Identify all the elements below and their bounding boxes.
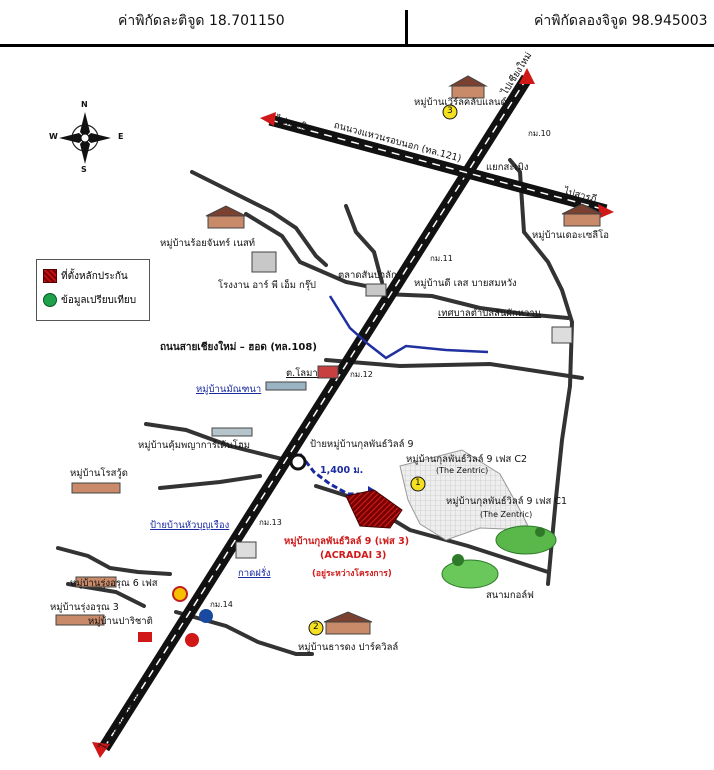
fuel-station-icons (138, 586, 213, 647)
place-mantana: หมู่บ้านมัณฑนา (196, 384, 262, 395)
comparable-swatch (43, 293, 57, 307)
place-kumphaya: หมู่บ้านคุ้มพญาการ์เด้นโฮม (138, 440, 250, 451)
village-icons (55, 75, 603, 635)
place-golf-course: สนามกอล์ฟ (486, 590, 534, 601)
place-sanpa-market: ตลาดสันป่าลัก (338, 270, 397, 281)
km-13: กม.13 (259, 518, 282, 527)
km-10: กม.10 (528, 129, 551, 138)
place-parichat: หมู่บ้านปาริชาติ (88, 616, 153, 627)
legend-comparable: ข้อมูลเปรียบเทียบ (43, 292, 136, 308)
km-14: กม.14 (210, 600, 233, 609)
legend-collateral: ที่ตั้งหลักประกัน (43, 268, 128, 284)
place-acradai: (ACRADAI 3) (320, 550, 387, 561)
label-highway-108: ถนนสายเชียงใหม่ – ฮอด (ทล.108) (160, 342, 317, 353)
marker-3: 3 (447, 106, 453, 116)
latitude-label: ค่าพิกัดละติจูด 18.701150 (118, 13, 285, 29)
place-tarathong: หมู่บ้านธารดง ปาร์ควิลล์ (298, 642, 399, 653)
place-kulphan-c2: หมู่บ้านกุลพันธ์วิลล์ 9 เฟส C2 (406, 454, 528, 465)
place-rungarun-6: หมู่บ้านรุ่งอรุณ 6 เฟส (70, 578, 158, 589)
place-royal-chan: หมู่บ้านร้อยจันทร์ เนสท์ (160, 238, 256, 249)
place-acradai-note: (อยู่ระหว่างโครงการ) (312, 569, 392, 579)
legend-collateral-label: ที่ตั้งหลักประกัน (61, 270, 128, 282)
place-rpm-factory: โรงงาน อาร์ พี เอ็ม กรุ๊ป (218, 280, 316, 291)
canal (328, 295, 489, 360)
collateral-plot (345, 489, 403, 529)
coordinate-header: ค่าพิกัดละติจูด 18.701150 ค่าพิกัดลองจิจ… (0, 0, 714, 47)
legend: ที่ตั้งหลักประกัน ข้อมูลเปรียบเทียบ (36, 259, 150, 321)
comparable-markers (308, 104, 458, 636)
place-kad-farang: กาดฝรั่ง (238, 568, 271, 579)
place-collateral-kulphan-p3: หมู่บ้านกุลพันธ์วิลล์ 9 (เฟส 3) (284, 536, 410, 547)
km-11: กม.11 (430, 254, 453, 263)
marker-1: 1 (415, 478, 421, 488)
header-divider (405, 10, 408, 44)
label-distance: 1,400 ม. (320, 465, 364, 476)
place-rosewood: หมู่บ้านโรสวู้ด (70, 468, 128, 479)
marker-2: 2 (313, 622, 319, 632)
compass-icon (59, 112, 111, 164)
place-kulphan-c1: หมู่บ้านกุลพันธ์วิลล์ 9 เฟส C1 (446, 496, 568, 507)
place-rungarun-3: หมู่บ้านรุ่งอรุณ 3 (50, 602, 119, 613)
map-canvas (55, 68, 614, 758)
place-kulphan-sign: ป้ายหมู่บ้านกุลพันธ์วิลล์ 9 (310, 439, 414, 450)
compass-e: E (118, 132, 124, 141)
compass-s: S (81, 165, 87, 174)
place-t-lotus: ต.โลมา (286, 368, 318, 379)
km-12: กม.12 (350, 370, 373, 379)
roundabout (289, 453, 307, 471)
compass-w: W (49, 132, 58, 141)
label-samoeng-junction: แยกสะเมิง (486, 162, 529, 173)
place-tessaban: เทศบาลตำบลสันผักหวาน (438, 308, 542, 319)
legend-comparable-label: ข้อมูลเปรียบเทียบ (61, 294, 137, 306)
minor-roads (56, 158, 584, 656)
golf-course-icon (441, 525, 557, 589)
ring-road-121 (260, 112, 614, 218)
place-zentric-a: (The Zentric) (436, 466, 489, 475)
collateral-swatch (43, 269, 57, 283)
place-world-club: หมู่บ้านเวิร์ลคลับแลนด์ (414, 97, 507, 108)
place-the-last: หมู่บ้านดี เลส บายสมหวัง (414, 278, 517, 289)
place-the-zen: หมู่บ้านเดอะเซลีโอ (532, 230, 609, 241)
compass-n: N (81, 100, 88, 109)
longitude-label: ค่าพิกัดลองจิจูด 98.945003 (534, 13, 708, 29)
place-zentric-b: (The Zentric) (480, 510, 533, 519)
place-hua-bunrueang: ป้ายบ้านหัวบุญเรือง (150, 520, 230, 531)
highway-108 (92, 68, 535, 758)
zentric-c2-estate (399, 449, 531, 541)
